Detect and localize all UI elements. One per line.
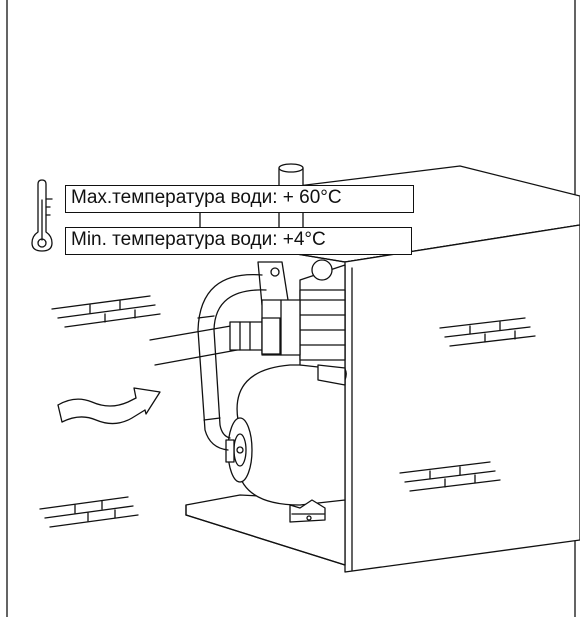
cabinet-front-panel — [344, 224, 580, 573]
thermometer-icon — [31, 179, 53, 252]
pressure-tank — [225, 364, 347, 523]
max-temperature-label: Max.температура води: + 60°C — [65, 185, 414, 213]
brick-wall-icon — [399, 461, 501, 492]
pump-body — [257, 259, 346, 386]
brick-wall-icon — [39, 496, 139, 528]
connecting-hose — [197, 273, 267, 451]
inlet-hose — [149, 317, 281, 366]
brick-wall-icon — [439, 317, 536, 347]
brick-wall-icon — [51, 295, 161, 328]
airflow-arrow-icon — [57, 387, 161, 425]
min-temperature-label: Min. температура води: +4°C — [65, 227, 412, 255]
